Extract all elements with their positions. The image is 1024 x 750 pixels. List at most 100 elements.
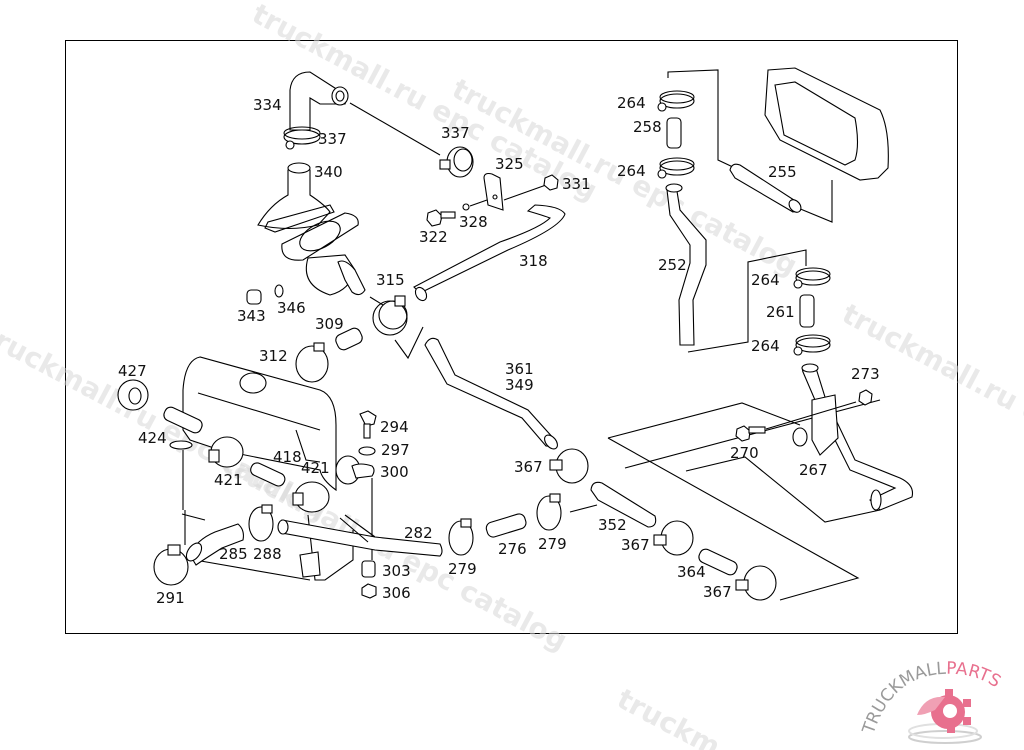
label-427[interactable]: 427 (118, 362, 147, 380)
part-294-bolt[interactable] (359, 410, 377, 439)
label-418[interactable]: 418 (273, 448, 302, 466)
part-427-grommet[interactable] (117, 379, 149, 411)
label-273[interactable]: 273 (851, 365, 880, 383)
label-303[interactable]: 303 (382, 562, 411, 580)
part-258-hose[interactable] (666, 117, 682, 149)
label-264[interactable]: 264 (751, 337, 780, 355)
part-252-hose[interactable] (665, 183, 707, 346)
label-252[interactable]: 252 (658, 256, 687, 274)
part-424-drain-valve[interactable] (162, 405, 204, 450)
label-346[interactable]: 346 (277, 299, 306, 317)
part-270-bolt[interactable] (735, 425, 766, 442)
part-337-clamp[interactable] (439, 146, 474, 178)
label-279[interactable]: 279 (538, 535, 567, 553)
label-361[interactable]: 361 (505, 360, 534, 378)
label-312[interactable]: 312 (259, 347, 288, 365)
part-421-clamp-right[interactable] (292, 481, 330, 513)
part-352-hose[interactable] (590, 481, 657, 528)
part-306-nut[interactable] (361, 583, 377, 599)
label-322[interactable]: 322 (419, 228, 448, 246)
part-361-349-pipe[interactable] (424, 337, 560, 451)
label-267[interactable]: 267 (799, 461, 828, 479)
label-264[interactable]: 264 (617, 94, 646, 112)
part-264-clamp-b[interactable] (657, 157, 695, 179)
label-300[interactable]: 300 (380, 463, 409, 481)
part-322-bolt[interactable] (426, 209, 456, 227)
part-288-clamp[interactable] (248, 504, 274, 542)
label-367[interactable]: 367 (703, 583, 732, 601)
part-261-hose[interactable] (799, 294, 815, 328)
label-421[interactable]: 421 (301, 459, 330, 477)
label-318[interactable]: 318 (519, 252, 548, 270)
label-297[interactable]: 297 (381, 441, 410, 459)
part-279-clamp-left[interactable] (448, 518, 474, 556)
label-264[interactable]: 264 (751, 271, 780, 289)
label-349[interactable]: 349 (505, 376, 534, 394)
part-291-clamp[interactable] (153, 544, 189, 586)
part-343-plug[interactable] (246, 289, 262, 305)
label-291[interactable]: 291 (156, 589, 185, 607)
label-285[interactable]: 285 (219, 545, 248, 563)
label-261[interactable]: 261 (766, 303, 795, 321)
label-337[interactable]: 337 (318, 130, 347, 148)
part-276-hose[interactable] (485, 512, 528, 538)
part-367-clamp-lower[interactable] (735, 565, 777, 601)
part-367-clamp-middle[interactable] (653, 520, 694, 556)
label-288[interactable]: 288 (253, 545, 282, 563)
part-346-seal[interactable] (274, 284, 284, 298)
part-328-washer[interactable] (462, 203, 470, 211)
label-364[interactable]: 364 (677, 563, 706, 581)
part-325-bracket[interactable] (483, 172, 504, 211)
label-294[interactable]: 294 (380, 418, 409, 436)
part-312-clamp[interactable] (295, 342, 329, 383)
label-340[interactable]: 340 (314, 163, 343, 181)
label-264[interactable]: 264 (617, 162, 646, 180)
part-337-clamp-small[interactable] (283, 126, 321, 150)
label-337[interactable]: 337 (441, 124, 470, 142)
label-279[interactable]: 279 (448, 560, 477, 578)
part-255-hose-and-cover[interactable] (729, 67, 889, 215)
part-367-clamp-upper[interactable] (549, 448, 589, 484)
part-expansion-tank[interactable] (182, 356, 337, 492)
part-297-washer[interactable] (358, 446, 376, 456)
label-282[interactable]: 282 (404, 524, 433, 542)
part-hose-small[interactable] (249, 461, 287, 488)
label-328[interactable]: 328 (459, 213, 488, 231)
label-424[interactable]: 424 (138, 429, 167, 447)
label-255[interactable]: 255 (768, 163, 797, 181)
part-264-clamp-d[interactable] (793, 334, 831, 356)
part-radiator-lower[interactable] (181, 510, 354, 581)
part-300-mount[interactable] (335, 455, 375, 485)
part-318-pipe[interactable] (413, 204, 566, 303)
part-264-clamp-a[interactable] (657, 90, 695, 112)
part-364-hose[interactable] (697, 547, 739, 577)
part-421-clamp-left[interactable] (208, 436, 244, 468)
truckmallparts-logo[interactable]: TRUCKMALLPARTS (855, 655, 1024, 750)
label-306[interactable]: 306 (382, 584, 411, 602)
label-309[interactable]: 309 (315, 315, 344, 333)
label-331[interactable]: 331 (562, 175, 591, 193)
label-367[interactable]: 367 (514, 458, 543, 476)
label-352[interactable]: 352 (598, 516, 627, 534)
label-258[interactable]: 258 (633, 118, 662, 136)
part-285-hose[interactable] (183, 523, 244, 566)
label-325[interactable]: 325 (495, 155, 524, 173)
label-276[interactable]: 276 (498, 540, 527, 558)
label-343[interactable]: 343 (237, 307, 266, 325)
part-315-clamp[interactable] (372, 295, 408, 336)
part-264-clamp-c[interactable] (793, 267, 831, 289)
label-270[interactable]: 270 (730, 444, 759, 462)
part-340-water-outlet[interactable] (257, 162, 335, 233)
part-282-pipe[interactable] (277, 514, 443, 557)
part-334-elbow-hose[interactable] (289, 71, 349, 131)
label-315[interactable]: 315 (376, 271, 405, 289)
part-gasket[interactable] (281, 212, 366, 296)
part-267-heater-pipe[interactable] (792, 363, 914, 511)
part-309-fitting[interactable] (334, 326, 364, 351)
label-421[interactable]: 421 (214, 471, 243, 489)
part-331-nut[interactable] (543, 174, 559, 191)
label-334[interactable]: 334 (253, 96, 282, 114)
part-273-nut[interactable] (858, 389, 873, 406)
part-279-clamp-right[interactable] (536, 493, 562, 531)
part-303-spacer[interactable] (361, 560, 376, 578)
